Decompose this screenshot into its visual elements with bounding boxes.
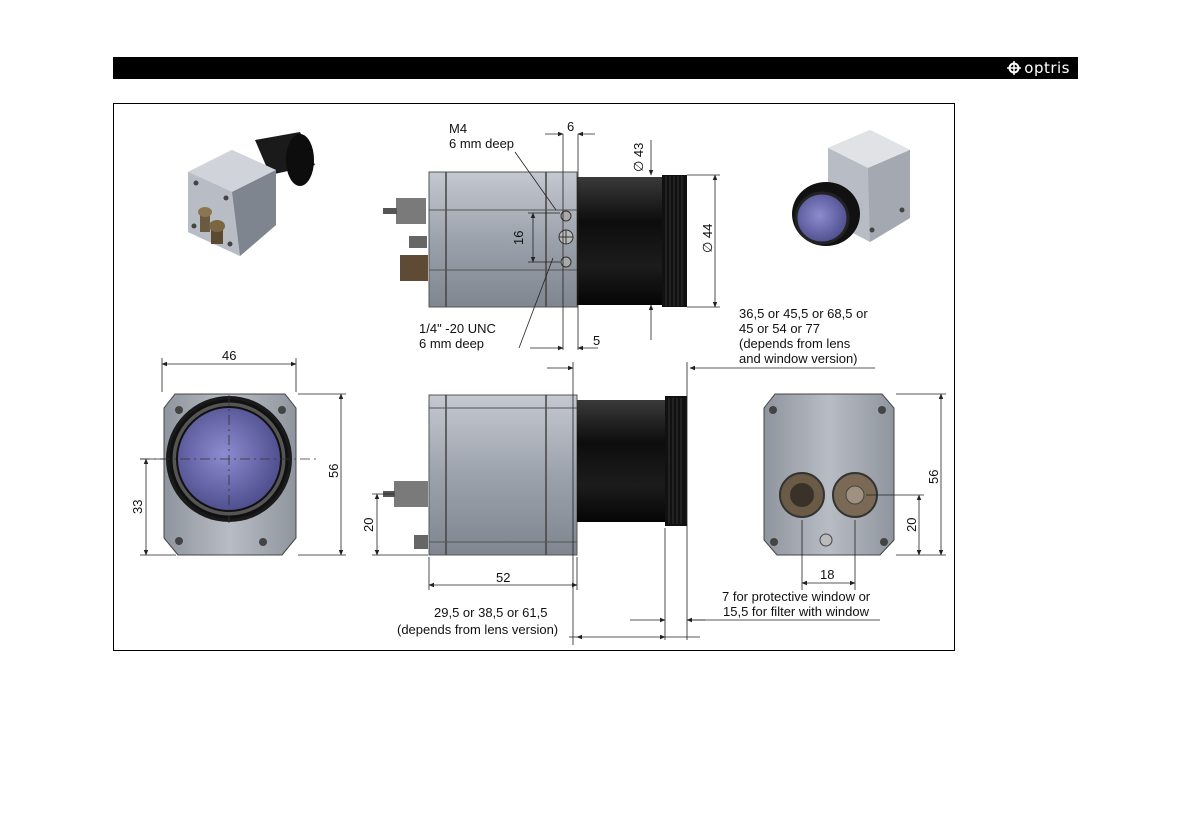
label-lens-1: 29,5 or 38,5 or 61,5 — [434, 605, 547, 620]
label-dim-5: 5 — [593, 333, 600, 348]
label-unc-depth: 6 mm deep — [419, 336, 484, 351]
label-dim-6: 6 — [567, 119, 574, 134]
camera-back-view — [764, 394, 894, 555]
label-m4: M4 — [449, 121, 467, 136]
label-length-4: and window version) — [739, 351, 858, 366]
label-lens-2: (depends from lens version) — [397, 622, 558, 637]
label-dim-18: 18 — [820, 567, 834, 582]
label-window-2: 15,5 for filter with window — [723, 604, 870, 619]
label-dim-56-left: 56 — [326, 464, 341, 478]
label-dim-20-right: 20 — [904, 518, 919, 532]
label-dim-16: 16 — [511, 231, 526, 245]
label-dia-44: ∅ 44 — [700, 224, 715, 253]
label-length-1: 36,5 or 45,5 or 68,5 or — [739, 306, 868, 321]
label-dim-52: 52 — [496, 570, 510, 585]
label-dim-56-right: 56 — [926, 470, 941, 484]
label-dim-33: 33 — [130, 500, 145, 514]
camera-iso-front — [792, 130, 910, 246]
camera-side-view-bottom — [383, 395, 687, 555]
label-dia-43: ∅ 43 — [631, 143, 646, 172]
camera-iso-back — [188, 132, 315, 256]
label-length-3: (depends from lens — [739, 336, 851, 351]
label-dim-46: 46 — [222, 348, 236, 363]
camera-front-view — [140, 394, 320, 555]
label-m4-depth: 6 mm deep — [449, 136, 514, 151]
camera-side-view-top — [383, 172, 687, 307]
label-length-2: 45 or 54 or 77 — [739, 321, 820, 336]
label-unc: 1/4" -20 UNC — [419, 321, 496, 336]
label-dim-20-mid: 20 — [361, 518, 376, 532]
label-window-1: 7 for protective window or — [722, 589, 871, 604]
